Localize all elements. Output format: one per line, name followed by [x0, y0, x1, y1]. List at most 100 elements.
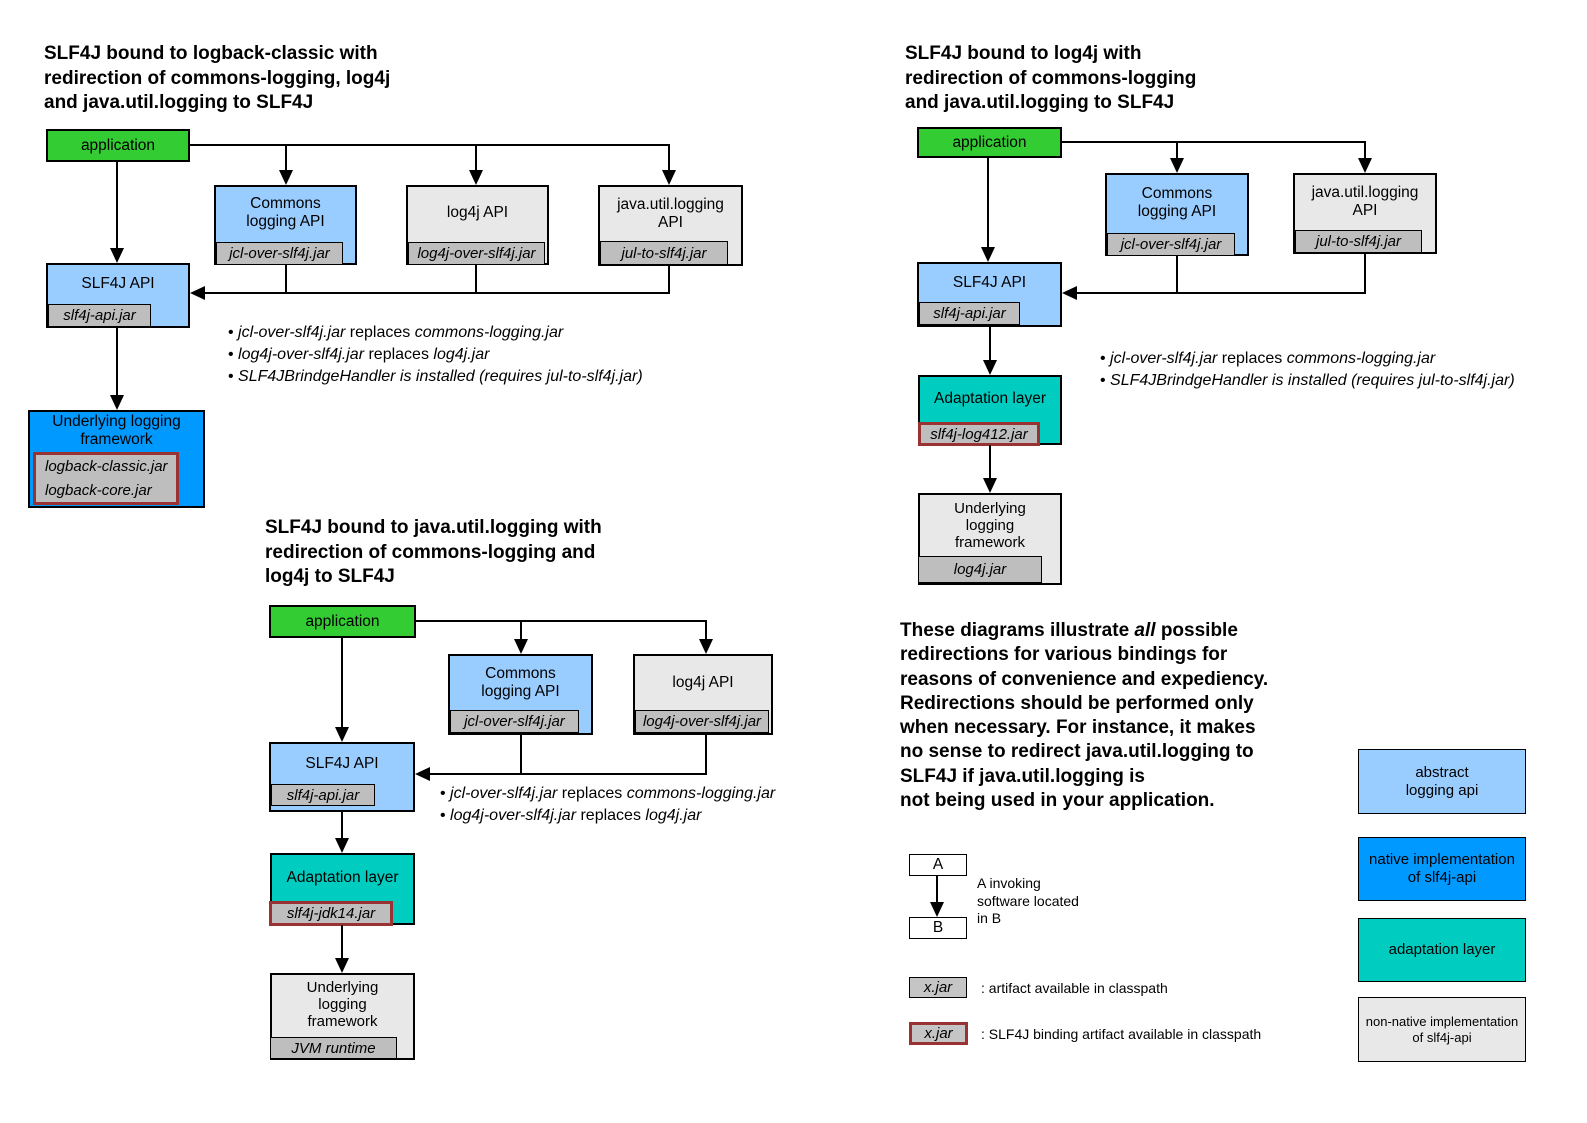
d1-jul-to-slf4j-jar-tag: jul-to-slf4j.jar: [600, 241, 728, 265]
d1-stub-log4j-down: [475, 265, 477, 294]
d2-arrowhead-left-icon: [1062, 286, 1077, 300]
d3-connector-app-fanout: [416, 620, 707, 622]
d1-connector-collect-to-slf4j: [200, 292, 670, 294]
d1-jul-label: java.util.logging API: [617, 195, 724, 231]
d3-slf4j-api-jar-tag: slf4j-api.jar: [271, 784, 375, 806]
legend-b-label: B: [932, 919, 944, 936]
d1-arrowhead-down-icon: [279, 170, 293, 185]
d3-commons-label: Commons logging API: [481, 664, 560, 700]
legend-connector-a-to-b: [936, 876, 938, 903]
d2-stub-jul-down: [1364, 254, 1366, 294]
d2-connector-adaptation-to-underlying: [989, 445, 991, 479]
d2-connector-collect-to-slf4j: [1074, 292, 1366, 294]
d1-connector-to-log4j: [475, 144, 477, 171]
d2-slf4j-api-jar-tag: slf4j-api.jar: [919, 302, 1020, 325]
d1-stub-commons-down: [285, 265, 287, 294]
d1-connector-slf4j-to-underlying: [116, 328, 118, 396]
legend-non-native-label: non-native implementation of slf4j-api: [1365, 1013, 1519, 1045]
legend-native-implementation: native implementation of slf4j-api: [1358, 837, 1526, 901]
d3-connector-collect-to-slf4j: [427, 773, 707, 775]
d3-connector-slf4j-to-adaptation: [341, 812, 343, 839]
d3-jcl-over-slf4j-jar-tag: jcl-over-slf4j.jar: [450, 710, 579, 733]
d2-bullet-1: • jcl-over-slf4j.jar replaces commons-lo…: [1100, 350, 1436, 367]
d2-application-label: application: [952, 133, 1027, 151]
d1-connector-to-jul: [668, 144, 670, 171]
d3-arrowhead-down-icon: [335, 727, 349, 742]
d3-adaptation-label: Adaptation layer: [286, 869, 399, 886]
legend-box-a: A: [909, 854, 967, 876]
d3-arrowhead-down-icon: [335, 958, 349, 973]
d1-application-label: application: [80, 136, 156, 154]
legend-binding-caption: : SLF4J binding artifact available in cl…: [981, 1026, 1262, 1042]
d3-underlying-label: Underlying logging framework: [306, 979, 379, 1030]
d3-connector-to-log4j: [705, 620, 707, 639]
d1-slf4j-label: SLF4J API: [81, 274, 155, 292]
legend-native-label: native implementation of slf4j-api: [1369, 851, 1515, 886]
d1-log4j-label: log4j API: [446, 204, 509, 221]
legend-artifact-caption: : artifact available in classpath: [981, 980, 1168, 996]
legend-adaptation-layer: adaptation layer: [1358, 918, 1526, 982]
legend-abstract-label: abstract logging api: [1405, 763, 1479, 799]
legend-xjar-tag: x.jar: [909, 977, 967, 998]
d3-stub-commons-down: [520, 735, 522, 775]
diagram2-title: SLF4J bound to log4j with redirection of…: [905, 43, 1197, 113]
d1-arrowhead-down-icon: [110, 248, 124, 263]
legend-arrowhead-down-icon: [930, 902, 944, 917]
d3-arrowhead-down-icon: [335, 838, 349, 853]
d2-node-application: application: [917, 127, 1062, 158]
legend-non-native-implementation: non-native implementation of slf4j-api: [1358, 997, 1526, 1062]
d1-node-application: application: [46, 129, 190, 162]
d1-connector-to-commons: [285, 144, 287, 171]
d1-arrowhead-left-icon: [190, 286, 205, 300]
d2-arrowhead-down-icon: [983, 360, 997, 375]
d3-bullet-list: • jcl-over-slf4j.jar replaces commons-lo…: [440, 783, 775, 827]
diagram1-title: SLF4J bound to logback-classic with redi…: [44, 43, 391, 113]
d3-arrowhead-down-icon: [699, 639, 713, 654]
d2-connector-app-to-slf4j: [987, 158, 989, 248]
legend-abstract-logging-api: abstract logging api: [1358, 749, 1526, 814]
d1-arrowhead-down-icon: [469, 170, 483, 185]
d3-slf4j-jdk14-jar-tag: slf4j-jdk14.jar: [269, 901, 393, 926]
d1-underlying-label: Underlying logging framework: [52, 413, 181, 448]
d2-jul-to-slf4j-jar-tag: jul-to-slf4j.jar: [1295, 230, 1422, 253]
d1-connector-app-fanout: [190, 144, 670, 146]
d2-log4j-jar-tag: log4j.jar: [918, 556, 1042, 583]
d2-slf4j-label: SLF4J API: [952, 273, 1027, 291]
d2-adaptation-label: Adaptation layer: [933, 390, 1047, 407]
legend-xjar-binding-tag: x.jar: [909, 1022, 968, 1045]
d3-bullet-1: • jcl-over-slf4j.jar replaces commons-lo…: [440, 785, 776, 802]
d3-node-application: application: [269, 605, 416, 638]
d2-bullet-list: • jcl-over-slf4j.jar replaces commons-lo…: [1100, 348, 1515, 392]
d3-connector-to-commons: [520, 620, 522, 639]
legend-box-b: B: [909, 917, 967, 939]
d2-arrowhead-down-icon: [1358, 158, 1372, 173]
d3-bullet-2: • log4j-over-slf4j.jar replaces log4j.ja…: [440, 807, 702, 824]
d2-jcl-over-slf4j-jar-tag: jcl-over-slf4j.jar: [1107, 233, 1235, 256]
d1-arrowhead-down-icon: [662, 170, 676, 185]
d3-connector-adaptation-to-underlying: [341, 925, 343, 959]
d1-slf4j-api-jar-tag: slf4j-api.jar: [48, 304, 151, 327]
d2-arrowhead-down-icon: [981, 247, 995, 262]
d2-arrowhead-down-icon: [1170, 158, 1184, 173]
d1-connector-app-to-slf4j: [116, 162, 118, 250]
d2-connector-to-jul: [1364, 141, 1366, 158]
d1-bullet-2: • log4j-over-slf4j.jar replaces log4j.ja…: [228, 346, 490, 363]
d2-arrowhead-down-icon: [983, 478, 997, 493]
d3-log4j-label: log4j API: [672, 673, 734, 691]
d2-bullet-2: • SLF4JBrindgeHandler is installed (requ…: [1100, 372, 1515, 389]
diagram3-title: SLF4J bound to java.util.logging with re…: [265, 517, 602, 587]
d1-bullet-1: • jcl-over-slf4j.jar replaces commons-lo…: [228, 324, 564, 341]
d3-log4j-over-slf4j-jar-tag: log4j-over-slf4j.jar: [635, 710, 769, 733]
d1-stub-jul-down: [668, 265, 670, 294]
d1-bullet-3: • SLF4JBrindgeHandler is installed (requ…: [228, 368, 643, 385]
d2-jul-label: java.util.logging API: [1311, 183, 1419, 219]
legend-adaptation-label: adaptation layer: [1388, 941, 1496, 958]
d1-arrowhead-down-icon: [110, 395, 124, 410]
d2-connector-app-fanout: [1062, 141, 1366, 143]
d3-jvm-runtime-tag: JVM runtime: [270, 1037, 397, 1059]
d1-commons-label: Commons logging API: [246, 195, 325, 230]
d3-connector-app-to-slf4j: [341, 638, 343, 728]
legend-invoke-caption: A invoking software located in B: [977, 875, 1079, 926]
d2-connector-slf4j-to-adaptation: [989, 327, 991, 361]
